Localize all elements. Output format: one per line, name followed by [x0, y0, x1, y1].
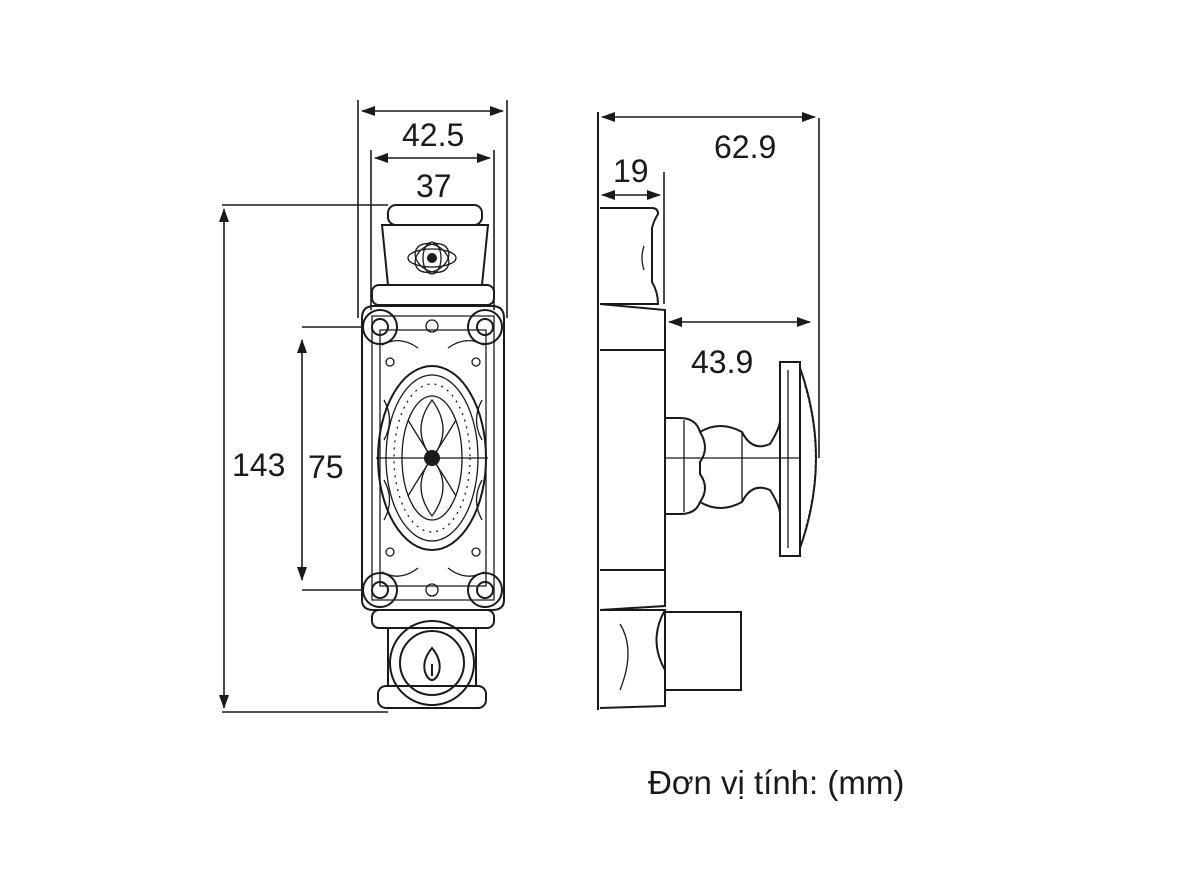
mounting-hole-top-left — [362, 309, 398, 345]
oval-medallion — [376, 365, 488, 551]
keyhole-icon — [423, 646, 441, 682]
unit-label: Đơn vị tính: (mm) — [648, 764, 905, 801]
front-view — [361, 204, 505, 709]
key-cylinder — [389, 620, 475, 706]
dim-outer-width-label: 42.5 — [402, 117, 464, 153]
knob — [665, 361, 817, 557]
side-dimension-lines — [601, 112, 820, 458]
mounting-hole-bottom-left — [362, 572, 398, 608]
dim-inner-width-label: 37 — [416, 168, 452, 204]
side-view — [597, 112, 817, 710]
mounting-hole-top-right — [467, 309, 503, 345]
top-cap — [371, 204, 495, 306]
dim-side-depth-label: 62.9 — [714, 129, 776, 165]
cylinder-housing — [371, 609, 495, 709]
mounting-hole-bottom-right — [467, 572, 503, 608]
dim-knob-projection-label: 43.9 — [691, 344, 753, 380]
flower-ornament-icon — [407, 241, 457, 275]
dim-total-height-label: 143 — [232, 447, 285, 483]
dim-hole-spacing-label: 75 — [308, 449, 344, 485]
dim-body-depth-label: 19 — [613, 153, 649, 189]
front-dimension-lines — [219, 100, 508, 713]
